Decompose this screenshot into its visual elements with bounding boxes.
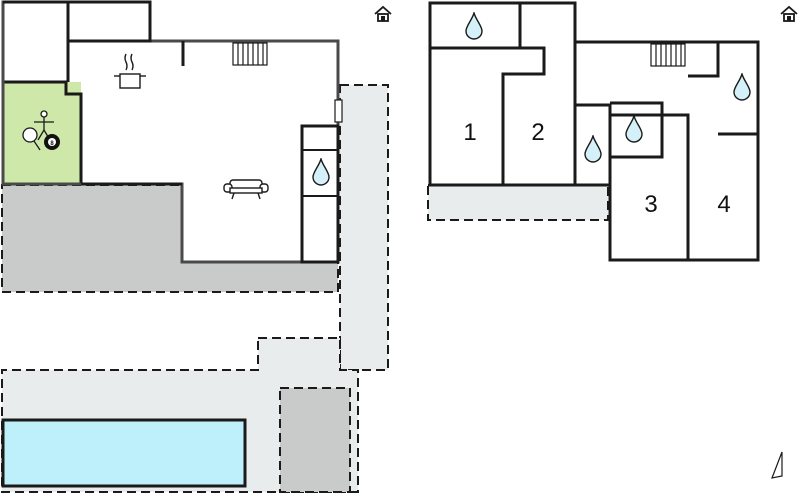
swimming-pool bbox=[1, 418, 247, 488]
table-tennis-icon bbox=[22, 127, 41, 151]
bedroom-2-label: 2 bbox=[531, 119, 544, 146]
door-frame bbox=[334, 99, 343, 123]
bedroom-4-label: 4 bbox=[717, 191, 730, 218]
billiard-ball-icon: 8 bbox=[44, 134, 60, 150]
pool-shed bbox=[279, 387, 351, 493]
water-drop-icon bbox=[465, 12, 483, 40]
water-drop-icon bbox=[625, 115, 643, 143]
bedroom-1-label: 1 bbox=[463, 119, 476, 146]
upper-floor-inner-walls bbox=[430, 3, 758, 260]
ground-bathroom bbox=[300, 124, 340, 264]
north-arrow-icon bbox=[771, 451, 783, 479]
stairs-icon bbox=[232, 42, 268, 66]
foosball-icon bbox=[34, 110, 54, 141]
bedroom-3-label: 3 bbox=[644, 191, 657, 218]
stairs-icon bbox=[650, 43, 686, 67]
water-drop-icon bbox=[584, 135, 602, 163]
terrace-areas bbox=[1, 84, 609, 493]
house-icon bbox=[780, 6, 798, 22]
covered-terrace bbox=[1, 184, 339, 293]
cooking-pot-icon bbox=[114, 53, 146, 89]
upper-floor-icons bbox=[465, 12, 751, 163]
side-walkway bbox=[339, 84, 389, 371]
sofa-icon bbox=[223, 179, 269, 200]
ground-floor: 8 bbox=[1, 0, 343, 264]
ground-floor-outer-wall-dark bbox=[3, 0, 152, 41]
upper-terrace bbox=[427, 184, 609, 221]
billiard-ball-number: 8 bbox=[50, 141, 54, 147]
water-drop-icon bbox=[733, 73, 751, 101]
house-icon bbox=[374, 6, 392, 22]
upper-floor-outer-wall bbox=[428, 1, 760, 262]
upper-floor bbox=[428, 1, 760, 262]
